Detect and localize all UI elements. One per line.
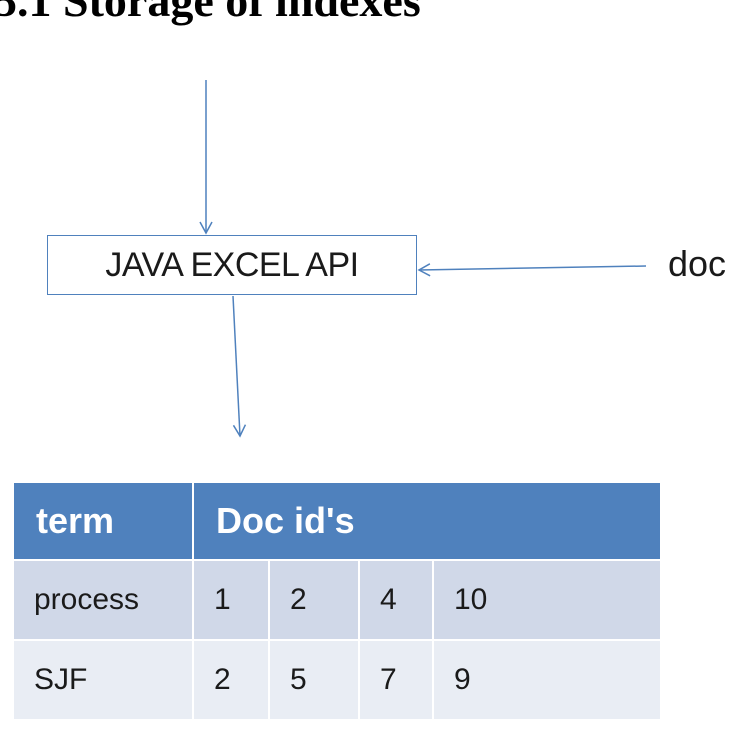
doc-id-cell: 10 — [431, 559, 663, 641]
arrow-api-to-table — [232, 295, 247, 438]
page-heading: 5.1 Storage of indexes — [0, 0, 421, 26]
doc-id-cell: 1 — [192, 559, 270, 641]
table-row: process 1 2 4 10 — [12, 559, 663, 641]
table-header-row: term Doc id's — [12, 481, 663, 561]
term-cell: process — [12, 559, 194, 641]
header-term: term — [12, 481, 194, 561]
java-excel-api-box: JAVA EXCEL API — [47, 235, 417, 295]
doc-id-cell: 4 — [358, 559, 434, 641]
doc-id-cell: 7 — [358, 639, 434, 721]
table-row: SJF 2 5 7 9 — [12, 639, 663, 721]
doc-input-label: doc — [668, 243, 727, 284]
doc-id-cell: 5 — [268, 639, 360, 721]
header-doc-ids: Doc id's — [191, 481, 663, 561]
doc-id-cell: 2 — [192, 639, 270, 721]
index-table: term Doc id's process 1 2 4 10 SJF 2 5 7… — [12, 481, 663, 721]
api-box-label: JAVA EXCEL API — [105, 245, 359, 284]
doc-id-cell: 2 — [268, 559, 360, 641]
doc-id-cell: 9 — [431, 639, 663, 721]
arrow-from-doc — [417, 263, 647, 277]
term-cell: SJF — [12, 639, 194, 721]
